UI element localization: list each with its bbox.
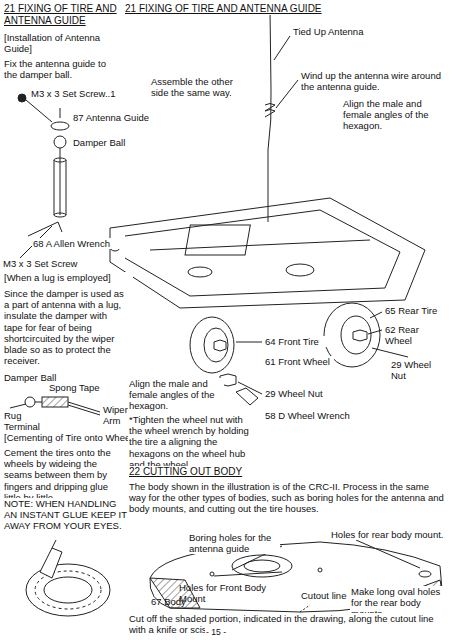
part-label: M3 x 3 Set Screw..1 bbox=[30, 88, 125, 99]
callout-label: 65 Rear Tire bbox=[384, 305, 448, 316]
chassis bbox=[109, 198, 425, 308]
callout-label: 67 Body bbox=[150, 596, 200, 607]
callout-label: 64 Front Tire bbox=[264, 336, 328, 347]
instruction-text: Assemble the other side the same way. bbox=[150, 76, 242, 98]
callout-label: 58 D Wheel Wrench bbox=[264, 410, 354, 421]
callout-label: Boring holes for the antenna guide bbox=[188, 532, 280, 554]
callout-label: Cutout line bbox=[300, 590, 354, 601]
tire-glue bbox=[26, 540, 110, 616]
callout-label: 29 Wheel Nut bbox=[264, 388, 328, 399]
sub-heading: [When a lug is employed] bbox=[3, 272, 133, 283]
antenna-wire bbox=[265, 10, 298, 222]
section-heading: 22 CUTTING OUT BODY bbox=[128, 466, 258, 478]
callout-label: 87 Antenna Guide bbox=[72, 112, 162, 123]
page-number: - 15 - bbox=[205, 627, 245, 637]
instruction-text: Fix the antenna guide to the damper ball… bbox=[3, 58, 107, 80]
callout-label: 68 A Allen Wrench bbox=[32, 238, 132, 249]
part-label: Rug Terminal bbox=[3, 410, 39, 432]
callout-label: 62 Rear Wheel bbox=[384, 324, 448, 346]
sub-heading: [Installation of Antenna Guide] bbox=[3, 32, 115, 54]
instruction-text: Cement the tires onto the wheels by wide… bbox=[3, 447, 127, 503]
part-label: Damper Ball bbox=[72, 137, 142, 148]
instruction-text: *Tighten the wheel nut with the wheel wr… bbox=[128, 414, 254, 470]
damper-assembly bbox=[18, 94, 69, 258]
instruction-text: The body shown in the illustration is of… bbox=[128, 481, 446, 515]
callout-label: 29 Wheel Nut bbox=[390, 359, 448, 381]
instruction-text: Since the damper is used as a part of an… bbox=[3, 288, 125, 366]
callout-label: 61 Front Wheel bbox=[264, 356, 334, 367]
section-heading: 21 FIXING OF TIRE AND ANTENNA GUIDE bbox=[124, 3, 339, 15]
instruction-text: Cut off the shaded portion, indicated in… bbox=[128, 613, 446, 635]
part-label: M3 x 3 Set Screw bbox=[2, 258, 92, 269]
instruction-text: Align the male and female angles of the … bbox=[342, 98, 446, 132]
callout-label: Holes for Front Body Mount bbox=[178, 582, 278, 604]
instruction-text: Wind up the antenna wire around the ante… bbox=[300, 70, 448, 92]
section-heading: 21 FIXING OF TIRE AND ANTENNA GUIDE bbox=[3, 3, 121, 27]
instruction-text: Align the male and female angles of the … bbox=[128, 378, 224, 412]
warning-note: NOTE: WHEN HANDLING AN INSTANT GLUE KEEP… bbox=[3, 498, 131, 532]
callout-label: Holes for rear body mount. bbox=[330, 529, 448, 540]
part-label: Spong Tape bbox=[48, 382, 108, 393]
callout-label: Tied Up Antenna bbox=[292, 26, 382, 37]
